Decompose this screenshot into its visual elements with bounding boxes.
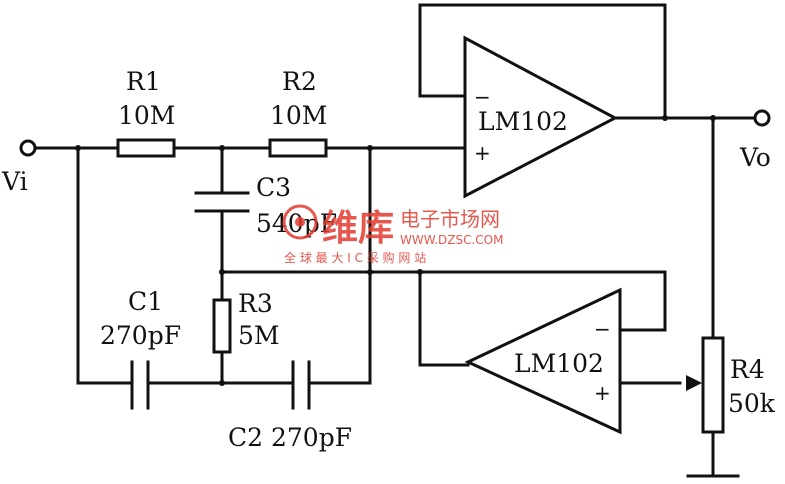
r4-name: R4 — [730, 355, 765, 384]
r2-value: 10M — [270, 101, 327, 130]
r1-value: 10M — [118, 101, 175, 130]
watermark-url: WWW.DZSC.COM — [400, 233, 503, 247]
r2-name: R2 — [282, 67, 317, 96]
input-terminal — [19, 139, 37, 157]
capacitor-c2 — [291, 360, 311, 410]
watermark-cn-name: 电子市场网 — [400, 207, 500, 231]
opamp2-minus: − — [594, 317, 611, 341]
vi-label: Vi — [1, 167, 28, 196]
opamp1-plus: + — [474, 141, 491, 165]
c1-name: C1 — [128, 287, 163, 316]
opamp1-label: LM102 — [478, 107, 568, 136]
c2-label: C2 270pF — [228, 423, 352, 452]
opamp2-plus: + — [594, 381, 611, 405]
vo-label: Vo — [739, 143, 771, 172]
watermark-slogan: 全 球 最 大 I C 采 购 网 站 — [284, 250, 426, 265]
opamp-1 — [463, 35, 619, 199]
opamp1-minus: − — [474, 85, 491, 109]
c3-name: C3 — [256, 173, 291, 202]
r4-value: 50k — [728, 389, 776, 418]
capacitor-c1 — [130, 360, 150, 410]
capacitor-c3 — [194, 191, 250, 213]
c1-value: 270pF — [100, 321, 181, 350]
resistor-r2 — [268, 138, 328, 158]
output-terminal — [753, 109, 771, 127]
r3-name: R3 — [238, 289, 273, 318]
r3-value: 5M — [238, 321, 280, 350]
opamp-2 — [464, 287, 622, 435]
opamp2-label: LM102 — [514, 349, 604, 378]
r1-name: R1 — [126, 67, 161, 96]
resistor-r1 — [116, 138, 176, 158]
potentiometer-r4 — [686, 336, 725, 434]
resistor-r3 — [212, 298, 232, 354]
watermark-brand: 维库 — [322, 208, 394, 249]
junctions — [75, 115, 716, 386]
wires — [33, 3, 757, 478]
watermark: 维库 电子市场网 WWW.DZSC.COM 全 球 最 大 I C 采 购 网 … — [282, 204, 503, 265]
